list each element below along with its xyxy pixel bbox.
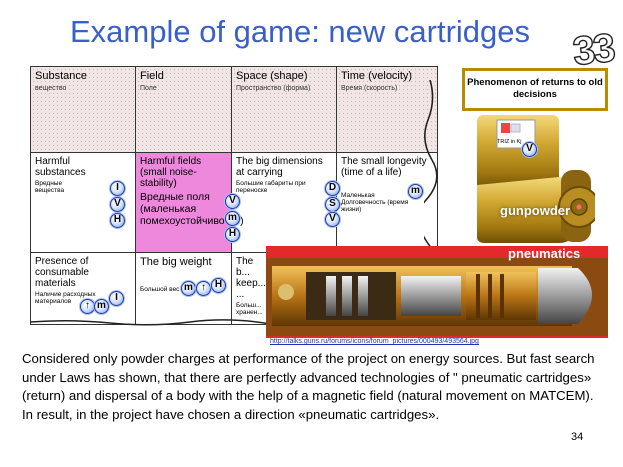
gunpowder-label: gunpowder <box>500 203 571 218</box>
header-space: Space (shape) Пространство (форма) <box>231 66 337 153</box>
cell-harmful-substances: Harmful substances Вредные вещества <box>30 152 136 253</box>
pneumatics-label: pneumatics <box>508 246 581 261</box>
phenomenon-box: Phenomenon of returns to old decisions <box>462 68 608 111</box>
badge-h: H <box>225 227 240 242</box>
badge-m: m <box>225 211 240 226</box>
gunpowder-cartridge-image <box>477 115 595 243</box>
badge-m: m <box>181 281 196 296</box>
header-substance: Substance вещество <box>30 66 136 153</box>
pneumatic-cartridge-cutaway <box>266 258 608 336</box>
badge-up-arrow: ↑ <box>196 281 211 296</box>
cell-consumables: Presence of consumable materials Наличие… <box>30 252 136 325</box>
page-number: 34 <box>571 431 584 443</box>
doc-icon-label: TRIZ in Kj <box>497 139 522 145</box>
badge-up-arrow: ↑ <box>80 299 95 314</box>
badge-i: I <box>109 291 124 306</box>
badge-h: H <box>211 278 226 293</box>
badge-s: S <box>325 197 340 212</box>
header-time: Time (velocity) Время (скорость) <box>336 66 438 153</box>
slide-title: Example of game: new cartridges <box>69 14 531 49</box>
body-text: Considered only powder charges at perfor… <box>22 351 595 422</box>
cell-harmful-fields: Harmful fields (small noise-stability) В… <box>135 152 244 253</box>
header-field: Field Поле <box>135 66 232 153</box>
badge-d: D <box>325 181 340 196</box>
badge-m: m <box>408 184 423 199</box>
badge-h: H <box>110 213 125 228</box>
cell-small-longevity: The small longevity (time of a life) Мал… <box>336 152 438 253</box>
badge-v: V <box>110 197 125 212</box>
image-source-link[interactable]: http://talks.guns.ru/forums/icons/forum_… <box>270 338 479 345</box>
wavy-edge <box>424 80 438 250</box>
pneumatics-cartridge-image <box>266 246 608 338</box>
table-header-row: Substance вещество Field Поле Space (sha… <box>30 66 438 153</box>
badge-v: V <box>325 212 340 227</box>
table-row: Harmful substances Вредные вещества Harm… <box>30 152 438 253</box>
badge-i: I <box>110 181 125 196</box>
badge-m: m <box>94 299 109 314</box>
cell-big-dimensions: The big dimensions at carrying Большие г… <box>231 152 337 253</box>
badge-v: V <box>225 194 240 209</box>
badge-v: V <box>522 142 537 157</box>
